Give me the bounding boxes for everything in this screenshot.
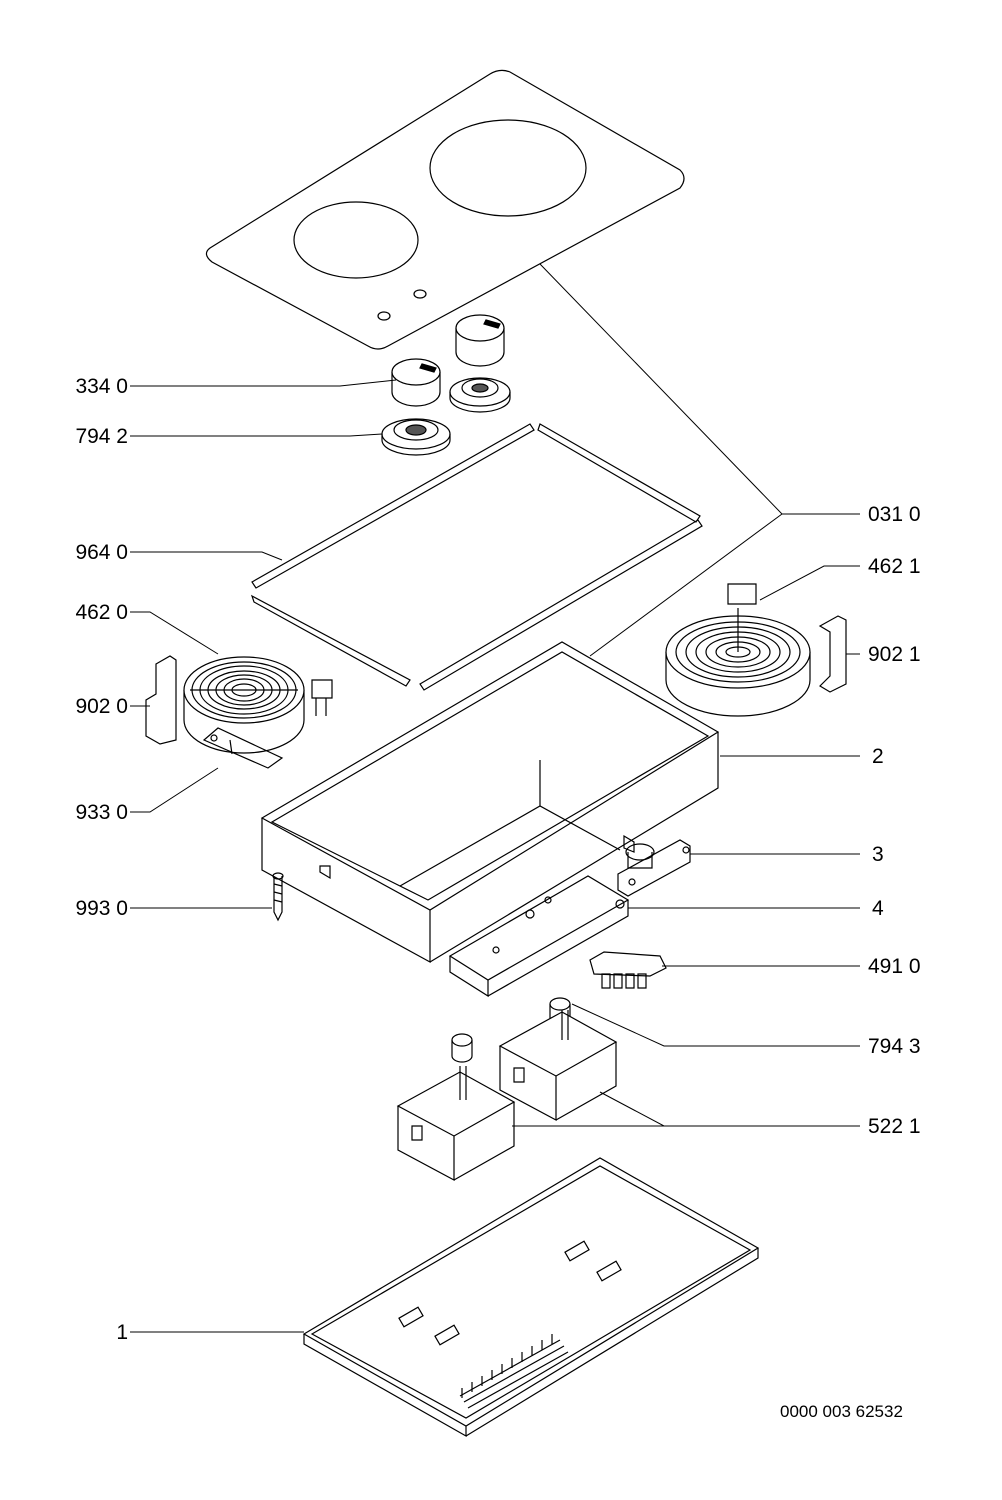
terminal-bracket [618,840,690,896]
spacer-left [452,1034,472,1062]
callout-902-0: 902 0 [75,695,128,718]
leader-lines [130,264,860,1332]
callout-902-1: 902 1 [868,643,921,666]
seal-strips [252,424,702,690]
spring-clip [204,728,282,768]
callout-964-0: 964 0 [75,541,128,564]
callout-3: 3 [872,843,884,866]
callout-522-1: 522 1 [868,1115,921,1138]
control-knob-left [392,359,440,406]
callout-794-2: 794 2 [75,425,128,448]
small-cooking-zone [294,202,418,278]
heater-bracket-right [820,616,846,692]
large-cooking-zone [430,120,586,216]
callout-462-0: 462 0 [75,601,128,624]
callout-794-3: 794 3 [868,1035,921,1058]
callout-1: 1 [116,1321,128,1344]
callout-4: 4 [872,897,884,920]
radiant-heater-left [184,657,332,753]
callout-462-1: 462 1 [868,555,921,578]
control-knob-right [456,315,504,366]
glass-top-plate [206,70,684,349]
callout-2: 2 [872,745,884,768]
callout-993-0: 993 0 [75,897,128,920]
screw [273,873,283,920]
callout-933-0: 933 0 [75,801,128,824]
document-number: 0000 003 62532 [780,1402,903,1421]
energy-regulator-right [500,1010,616,1120]
callout-031-0: 031 0 [868,503,921,526]
control-bracket [450,876,628,996]
callout-334-0: 334 0 [75,375,128,398]
knob-bezel-right [450,378,510,412]
housing-tray [262,642,718,962]
heater-bracket-left [146,656,176,744]
bottom-plate [304,1158,758,1436]
knob-bezel-left [382,419,450,455]
terminal-block [590,952,666,988]
callout-491-0: 491 0 [868,955,921,978]
energy-regulator-left [398,1066,514,1180]
radiant-heater-right [666,584,810,716]
